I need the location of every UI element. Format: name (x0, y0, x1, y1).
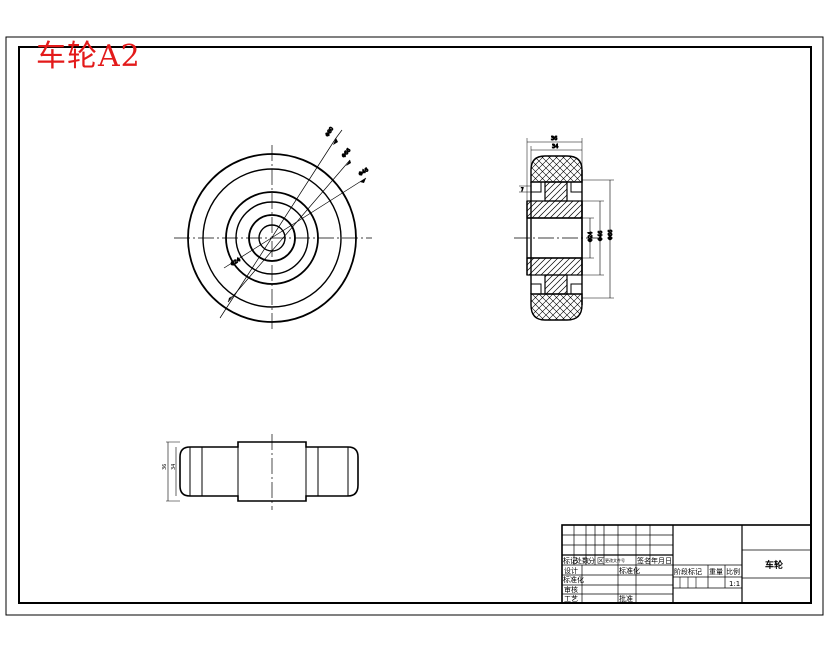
front-view: Φ80 Φ66 Φ46 Φ24 (174, 126, 372, 332)
svg-text:Φ66: Φ66 (341, 148, 352, 160)
drawing-stamp-title: 车轮A2 (36, 39, 141, 74)
tb-scale-label: 比例 (726, 567, 740, 576)
svg-text:34: 34 (552, 144, 558, 150)
tb-header-date: 年月日 (651, 556, 672, 565)
svg-text:Φ80: Φ80 (325, 126, 336, 138)
svg-text:Φ46: Φ46 (598, 231, 604, 241)
tb-part-name: 车轮 (765, 559, 783, 571)
title-block (561, 524, 812, 604)
outer-frame (5, 36, 824, 616)
tb-row-review: 审核 (564, 585, 578, 594)
svg-text:36: 36 (162, 464, 168, 470)
tb-row-process: 工艺 (564, 595, 578, 603)
tb-row-standard: 标准化 (563, 575, 584, 584)
tb-extra-standard: 标准化 (619, 566, 640, 575)
tb-header-sign: 签名 (637, 556, 651, 565)
tb-scale-value: 1:1 (729, 580, 740, 588)
svg-text:Φ66: Φ66 (608, 230, 614, 240)
tb-extra-approve: 批准 (619, 594, 633, 603)
tb-stage-mark: 阶段标记 (674, 567, 702, 576)
svg-text:Φ24: Φ24 (230, 257, 242, 268)
svg-text:36: 36 (551, 136, 557, 142)
svg-text:Φ46: Φ46 (358, 167, 370, 178)
svg-text:34: 34 (171, 464, 177, 470)
svg-text:7: 7 (521, 187, 524, 192)
tb-header-zone: 区 (597, 557, 604, 565)
tb-row-design: 设计 (564, 566, 578, 575)
tb-header-div: 分 (588, 556, 595, 565)
svg-text:Φ24: Φ24 (588, 232, 594, 242)
top-view: 36 34 (162, 434, 359, 510)
tb-header-docno: 更改文件号 (605, 557, 625, 563)
section-view: 36 34 Φ66 Φ46 Φ24 7 (514, 136, 615, 321)
tb-header-count: 处数 (575, 556, 589, 565)
inner-frame (18, 46, 812, 604)
tb-header-mark: 标记 (563, 556, 577, 565)
tb-weight: 重量 (709, 568, 723, 576)
